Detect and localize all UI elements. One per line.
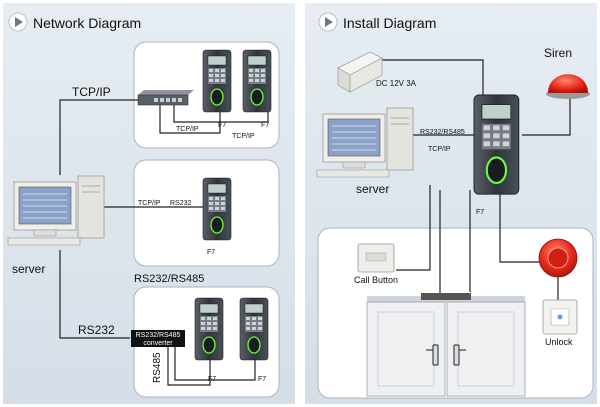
double-door	[366, 293, 526, 397]
network-title: Network Diagram	[33, 15, 141, 31]
converter-line2: converter	[143, 340, 173, 347]
install-tcpip-label: TCP/IP	[428, 146, 451, 153]
tcpip-main-label: TCP/IP	[72, 85, 111, 99]
f7-device-icon	[242, 49, 272, 113]
unlock-switch-icon[interactable]	[542, 299, 578, 335]
install-f7-label: F7	[476, 209, 484, 216]
box1-tcpip-b: TCP/IP	[232, 133, 255, 140]
network-trunk-lines	[59, 99, 269, 386]
install-title: Install Diagram	[343, 15, 436, 31]
call-button-icon[interactable]	[357, 243, 395, 273]
rs485-label: RS485	[152, 352, 163, 383]
box3-f7-a: F7	[208, 376, 216, 383]
box2-tcpip: TCP/IP	[138, 200, 161, 207]
box1-tcpip-a: TCP/IP	[176, 126, 199, 133]
rs-header-label: RS232/RS485	[134, 273, 204, 285]
converter-line1: RS232/RS485	[136, 332, 181, 339]
emergency-release-button-icon[interactable]	[538, 238, 578, 278]
network-server-label: server	[12, 262, 45, 276]
door-handle-icon[interactable]	[426, 344, 466, 366]
box1-f7-a: F7	[218, 122, 226, 129]
box1-f7-b: F7	[261, 122, 269, 129]
box3-f7-b: F7	[258, 376, 266, 383]
f7-main-device-icon	[472, 93, 520, 196]
f7-device-icon	[239, 297, 269, 361]
rs232-rs485-converter	[131, 330, 185, 347]
unlock-label: Unlock	[545, 337, 573, 347]
siren-label: Siren	[544, 46, 572, 60]
f7-device-icon	[202, 177, 232, 241]
power-supply-label: DC 12V 3A	[376, 79, 417, 88]
power-supply-icon	[337, 51, 383, 93]
play-arrow-icon	[15, 17, 23, 27]
install-rs-label: RS232/RS485	[420, 129, 465, 136]
play-arrow-icon	[325, 17, 333, 27]
box2-rs232: RS232	[170, 200, 192, 207]
install-wiring-lines	[378, 59, 571, 300]
f7-device-icon	[202, 49, 232, 113]
rs232-main-label: RS232	[78, 323, 115, 337]
siren-icon	[546, 74, 590, 99]
call-button-label: Call Button	[354, 275, 398, 285]
f7-device-icon	[194, 297, 224, 361]
box2-f7: F7	[207, 249, 215, 256]
install-server-label: server	[356, 182, 389, 196]
network-switch-icon	[137, 90, 194, 106]
